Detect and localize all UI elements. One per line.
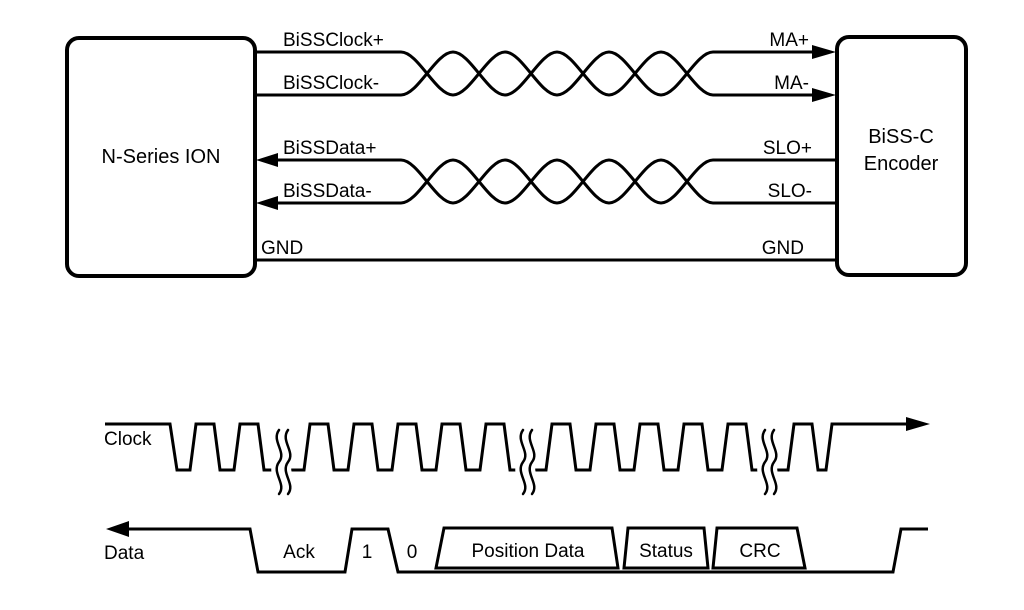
label-ma-minus: MA- <box>774 73 809 94</box>
clock-waveform-label: Clock <box>104 429 152 450</box>
break-squiggle-icon <box>761 428 769 496</box>
data-minus-wire <box>276 158 839 205</box>
segment-label-bit1: 1 <box>362 542 373 563</box>
break-squiggle-icon <box>275 428 283 496</box>
clock-break-mark-2 <box>515 424 540 500</box>
right-box-title-line1: BiSS-C <box>868 126 934 148</box>
data-trace <box>127 527 928 574</box>
position-data-segment <box>434 526 620 570</box>
status-segment <box>622 526 710 570</box>
label-bissclock-minus: BiSSClock- <box>283 73 379 94</box>
break-squiggle-icon <box>519 428 527 496</box>
n-series-ion-box <box>65 36 257 278</box>
label-bissdata-minus: BiSSData- <box>283 181 372 202</box>
clock-plus-wire <box>253 50 814 97</box>
clock-trace <box>105 422 908 472</box>
label-slo-minus: SLO- <box>768 181 812 202</box>
label-gnd-left: GND <box>261 238 303 259</box>
label-bissdata-plus: BiSSData+ <box>283 138 376 159</box>
segment-label-bit0: 0 <box>407 542 418 563</box>
biss-c-encoder-box <box>835 35 968 277</box>
segment-label-position-data: Position Data <box>471 541 584 562</box>
clock-twisted-pair <box>253 45 836 102</box>
label-gnd-right: GND <box>762 238 804 259</box>
data-arrow-icon <box>106 521 129 537</box>
clock-arrow-icon <box>906 417 930 431</box>
biss-data-minus-arrow-icon <box>256 196 278 210</box>
crc-segment <box>711 526 807 570</box>
break-squiggle-icon <box>528 428 536 496</box>
break-squiggle-icon <box>770 428 778 496</box>
biss-data-plus-arrow-icon <box>256 153 278 167</box>
label-ma-plus: MA+ <box>769 30 809 51</box>
clock-break-mark-3 <box>757 424 782 500</box>
segment-label-status: Status <box>639 541 693 562</box>
data-waveform-label: Data <box>104 543 145 564</box>
left-box-title: N-Series ION <box>102 146 221 168</box>
ma-minus-arrow-icon <box>812 88 836 102</box>
ma-plus-arrow-icon <box>812 45 836 59</box>
clock-waveform <box>105 417 930 500</box>
segment-label-ack: Ack <box>283 542 315 563</box>
data-twisted-pair <box>256 153 839 210</box>
data-waveform <box>106 521 928 574</box>
break-squiggle-icon <box>284 428 292 496</box>
right-box-title-line2: Encoder <box>864 153 939 175</box>
segment-label-crc: CRC <box>739 541 780 562</box>
label-bissclock-plus: BiSSClock+ <box>283 30 384 51</box>
data-plus-wire <box>276 158 839 205</box>
label-slo-plus: SLO+ <box>763 138 812 159</box>
clock-break-mark-1 <box>271 424 296 500</box>
clock-minus-wire <box>253 50 814 97</box>
